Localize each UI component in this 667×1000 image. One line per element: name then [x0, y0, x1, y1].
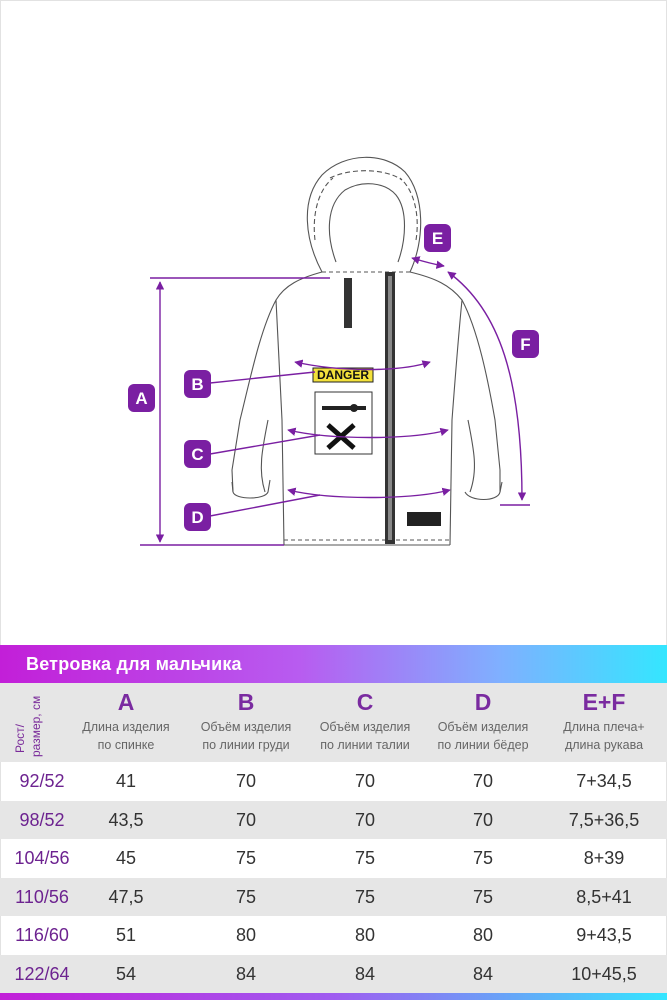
page-title: Ветровка для мальчика: [26, 654, 242, 674]
value-cell: 9+43,5: [576, 925, 632, 945]
bottom-accent-bar: [0, 993, 667, 1000]
value-cell: 75: [235, 848, 257, 868]
column-d: D Объём изделия по линии бёдер: [425, 683, 541, 754]
size-cell: 110/56: [15, 886, 69, 907]
table-row: 122/64 54 84 84 84 10+45,5: [0, 954, 667, 993]
label-d: D: [191, 508, 203, 527]
label-a-badge: A: [128, 384, 155, 412]
value-cell: 51: [115, 925, 137, 945]
value-cell: 43,5: [108, 809, 144, 830]
column-letter: A: [117, 689, 135, 715]
table-row: 98/52 43,5 70 70 70 7,5+36,5: [0, 800, 667, 839]
label-d-badge: D: [184, 503, 211, 531]
label-e: E: [432, 229, 443, 248]
table-header: Рост/ размер, см A Длина изделия по спин…: [0, 683, 667, 762]
value-cell: 45: [115, 848, 137, 868]
value-cell: 80: [235, 925, 257, 945]
value-cell: 84: [235, 963, 257, 984]
row-header-line1: Рост/: [13, 723, 27, 753]
size-table: Рост/ размер, см A Длина изделия по спин…: [0, 683, 667, 993]
svg-text:Рост/: Рост/: [13, 723, 27, 753]
column-ef: E+F Длина плеча+ длина рукава: [545, 683, 663, 754]
value-cell: 10+45,5: [571, 963, 637, 984]
column-desc: Объём изделия по линии бёдер: [437, 720, 529, 752]
column-letter: C: [356, 689, 374, 715]
table-row: 92/52 41 70 70 70 7+34,5: [0, 762, 667, 801]
column-c: C Объём изделия по линии талии: [307, 683, 423, 754]
column-letter: B: [237, 689, 255, 715]
value-cell: 84: [354, 963, 376, 984]
value-cell: 41: [115, 771, 137, 791]
value-cell: 7+34,5: [576, 771, 632, 791]
row-header: Рост/ размер, см: [6, 687, 66, 757]
value-cell: 8+39: [583, 848, 625, 868]
value-cell: 70: [472, 771, 494, 791]
value-cell: 75: [472, 848, 494, 868]
column-desc: Объём изделия по линии талии: [319, 720, 411, 752]
value-cell: 54: [115, 963, 137, 984]
value-cell: 80: [472, 925, 494, 945]
column-letter: D: [474, 689, 492, 715]
value-cell: 70: [354, 809, 376, 830]
value-cell: 84: [472, 963, 494, 984]
column-desc: Длина плеча+ длина рукава: [563, 720, 645, 752]
column-a: A Длина изделия по спинке: [70, 683, 182, 754]
label-b: B: [191, 375, 203, 394]
size-cell: 116/60: [15, 925, 69, 945]
size-cell: 92/52: [19, 771, 65, 791]
label-f: F: [520, 335, 530, 354]
value-cell: 7,5+36,5: [568, 809, 640, 830]
table-row: 110/56 47,5 75 75 75 8,5+41: [0, 877, 667, 916]
label-c-badge: C: [184, 440, 211, 468]
table-row: 116/60 51 80 80 80 9+43,5: [0, 916, 667, 955]
size-cell: 98/52: [19, 809, 65, 830]
value-cell: 75: [354, 848, 376, 868]
label-e-badge: E: [424, 224, 451, 252]
value-cell: 75: [354, 886, 376, 907]
column-letter: E+F: [582, 689, 626, 715]
value-cell: 70: [235, 771, 257, 791]
label-b-badge: B: [184, 370, 211, 398]
patch-text: DANGER: [317, 368, 369, 382]
value-cell: 80: [354, 925, 376, 945]
jacket-outline: [231, 156, 503, 546]
value-cell: 47,5: [108, 886, 144, 907]
value-cell: 8,5+41: [576, 886, 632, 907]
row-header-line2: размер, см: [29, 696, 43, 757]
column-desc: Длина изделия по спинке: [82, 720, 170, 752]
table-row: 104/56 45 75 75 75 8+39: [0, 839, 667, 878]
size-cell: 122/64: [14, 963, 70, 984]
label-f-badge: F: [512, 330, 539, 358]
value-cell: 75: [235, 886, 257, 907]
value-cell: 70: [235, 809, 257, 830]
value-cell: 75: [472, 886, 494, 907]
title-bar: Ветровка для мальчика: [0, 645, 667, 683]
size-cell: 104/56: [14, 848, 70, 868]
column-b: B Объём изделия по линии груди: [188, 683, 304, 754]
label-c: C: [191, 445, 203, 464]
jacket-diagram: DANGER A B C D E: [128, 156, 539, 546]
chest-pocket: [314, 391, 373, 455]
value-cell: 70: [354, 771, 376, 791]
label-a: A: [135, 389, 147, 408]
svg-text:размер, см: размер, см: [29, 696, 43, 757]
column-desc: Объём изделия по линии груди: [200, 720, 292, 752]
value-cell: 70: [472, 809, 494, 830]
